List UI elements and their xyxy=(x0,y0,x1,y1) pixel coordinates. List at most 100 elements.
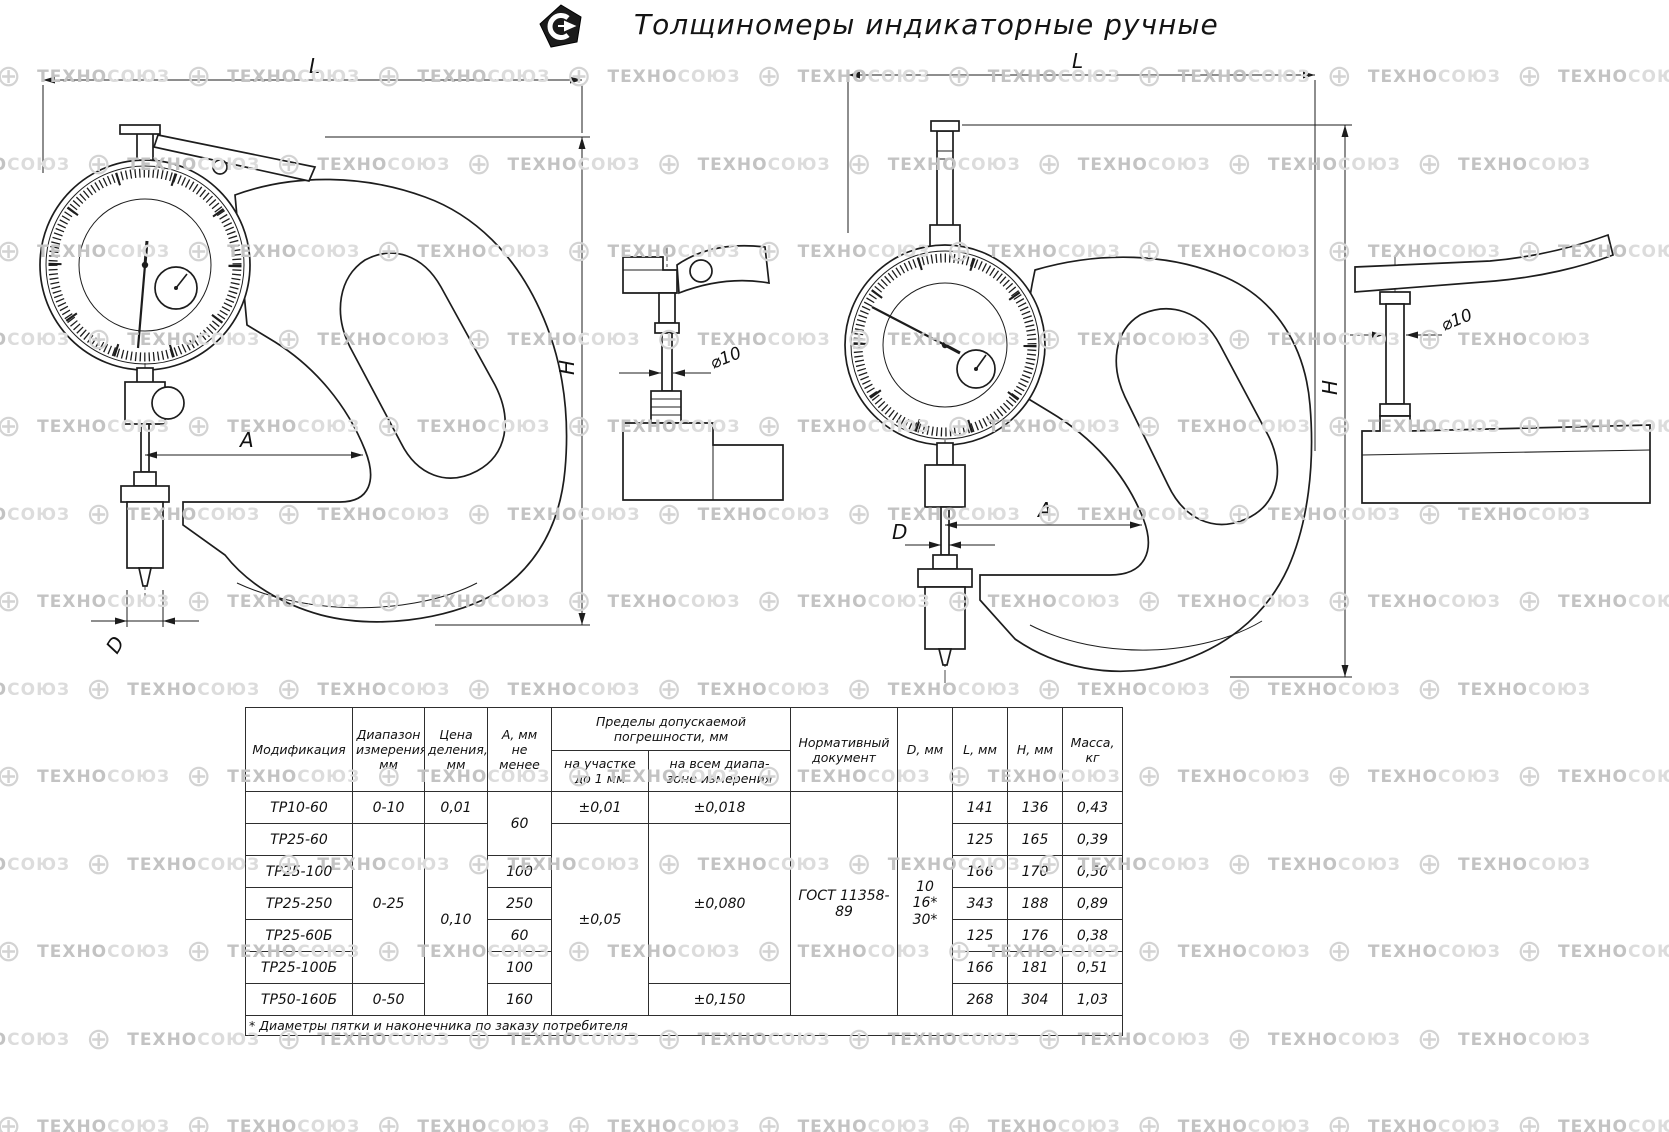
watermark-text: ТЕХНО xyxy=(1558,592,1629,612)
watermark-text: СОЮЗ xyxy=(1247,767,1311,787)
left-dial-stem xyxy=(119,124,317,182)
dim-H-label: H xyxy=(1318,380,1342,395)
dim-A-label: A xyxy=(1036,498,1052,522)
dim-A-label: A xyxy=(238,428,254,452)
watermark-text: СОЮЗ xyxy=(1247,942,1311,962)
right-frame-slot xyxy=(1115,308,1279,526)
globe-icon: ⊕ xyxy=(1136,934,1162,969)
cell-mass: 0,51 xyxy=(1062,951,1124,984)
table-row: ТР25-100 100 166 170 0,50 xyxy=(245,855,1124,888)
cell-mass: 1,03 xyxy=(1062,983,1124,1016)
middle-dim-d10: ⌀10 xyxy=(619,343,744,377)
watermark-text: СОЮЗ xyxy=(1628,942,1669,962)
watermark-text: СОЮЗ xyxy=(1437,592,1501,612)
watermark-text: ТЕХНО xyxy=(1558,67,1629,87)
watermark-text: СОЮЗ xyxy=(7,1029,71,1050)
right-dim-H: H xyxy=(962,124,1352,678)
watermark-text: ТЕХНО xyxy=(1367,767,1438,787)
far-top-arm xyxy=(1354,233,1615,293)
globe-icon: ⊕ xyxy=(0,1109,22,1132)
cell-modification: ТР25-60 xyxy=(245,823,353,856)
spec-table: Модификация Диапазон измерения, мм Цена … xyxy=(244,707,1124,1036)
cell-l: 125 xyxy=(952,919,1009,952)
watermark-text: ТЕХНО xyxy=(0,1030,7,1050)
col-header-h: Н, мм xyxy=(1007,707,1064,792)
col-header-division: Цена деления, мм xyxy=(424,707,488,792)
far-lower-block xyxy=(1361,415,1651,504)
cell-mass: 0,43 xyxy=(1062,791,1124,824)
globe-icon: ⊕ xyxy=(0,59,22,94)
globe-icon: ⊕ xyxy=(1136,1109,1162,1132)
watermark-text: СОЮЗ xyxy=(1528,154,1591,175)
watermark-text: СОЮЗ xyxy=(107,942,171,962)
watermark-text: ТЕХНО xyxy=(697,679,768,700)
cell-range: 0-10 xyxy=(352,791,425,824)
globe-icon: ⊕ xyxy=(1226,1021,1252,1057)
cell-mass: 0,39 xyxy=(1062,823,1124,856)
left-spindle-assembly xyxy=(120,363,185,600)
right-plunger xyxy=(929,120,961,248)
cell-range: 0-25 xyxy=(352,823,425,984)
left-needle xyxy=(136,264,147,349)
watermark-text: СОЮЗ xyxy=(677,1117,741,1132)
cell-a: 100 xyxy=(487,951,552,984)
watermark-text: СОЮЗ xyxy=(1147,854,1211,875)
watermark-text: ТЕХНО xyxy=(1458,1029,1529,1050)
col-header-modification: Модификация xyxy=(245,707,353,792)
cell-l: 343 xyxy=(952,887,1009,920)
cell-modification: ТР25-100 xyxy=(245,855,353,888)
watermark-text: СОЮЗ xyxy=(7,854,71,875)
left-dim-D: D xyxy=(91,590,199,658)
watermark-text: СОЮЗ xyxy=(1628,67,1669,87)
cell-h: 170 xyxy=(1007,855,1064,888)
watermark-text: ТЕХНО xyxy=(37,767,108,787)
watermark-text: СОЮЗ xyxy=(1437,67,1501,87)
cell-errfull: ±0,080 xyxy=(647,823,792,984)
cell-h: 188 xyxy=(1007,887,1064,920)
cell-a: 100 xyxy=(487,855,552,888)
table-row: ТР10-60 0-10 0,01 60 ±0,01 ±0,018 ГОСТ 1… xyxy=(245,791,1124,1016)
left-frame-slot xyxy=(339,252,506,479)
cell-d: 10 16* 30* xyxy=(897,791,954,1016)
cell-h: 165 xyxy=(1007,823,1064,856)
watermark-text: ТЕХНО xyxy=(1177,942,1248,962)
watermark-text: ТЕХНО xyxy=(0,680,7,700)
cell-mass: 0,89 xyxy=(1062,887,1124,920)
cell-mass: 0,38 xyxy=(1062,919,1124,952)
watermark-text: ТЕХНО xyxy=(987,1117,1058,1132)
table-row: ТР25-60Б 60 125 176 0,38 xyxy=(245,919,1124,952)
watermark-text: СОЮЗ xyxy=(1628,1117,1669,1132)
far-rod xyxy=(1385,303,1405,405)
cell-a: 60 xyxy=(487,791,552,856)
col-header-document: Нормативный документ xyxy=(790,707,899,792)
globe-icon: ⊕ xyxy=(1516,1109,1543,1132)
globe-icon: ⊕ xyxy=(376,1109,402,1132)
globe-icon: ⊕ xyxy=(1326,1109,1352,1132)
cell-err1: ±0,05 xyxy=(551,823,649,1016)
dim-d10-label: ⌀10 xyxy=(707,343,744,373)
right-gauge-drawing: L H A D xyxy=(844,49,1352,683)
watermark-text: СОЮЗ xyxy=(1337,854,1401,875)
globe-icon: ⊕ xyxy=(1416,846,1443,882)
watermark-text: СОЮЗ xyxy=(1528,679,1591,700)
globe-icon: ⊕ xyxy=(0,409,22,444)
page-title: Толщиномеры индикаторные ручные xyxy=(634,8,1219,41)
globe-icon: ⊕ xyxy=(946,1109,972,1132)
globe-icon: ⊕ xyxy=(1136,759,1162,794)
watermark-text: СОЮЗ xyxy=(677,67,741,87)
cell-errfull: ±0,150 xyxy=(647,983,792,1016)
far-head-block xyxy=(1354,233,1651,504)
cell-l: 166 xyxy=(952,855,1009,888)
globe-icon: ⊕ xyxy=(756,59,782,94)
cell-l: 166 xyxy=(952,951,1009,984)
watermark-text: СОЮЗ xyxy=(1437,942,1501,962)
cell-err1: ±0,01 xyxy=(551,791,649,824)
cell-a: 60 xyxy=(487,919,552,952)
cell-modification: ТР25-100Б xyxy=(245,951,353,984)
globe-icon: ⊕ xyxy=(0,934,22,969)
col-header-error-upto1: на участке до 1 мм xyxy=(551,750,649,792)
watermark-text: ТЕХНО xyxy=(1177,767,1248,787)
table-footnote: * Диаметры пятки и наконечника по заказу… xyxy=(244,1015,1124,1036)
cell-modification: ТР50-160Б xyxy=(245,983,353,1016)
